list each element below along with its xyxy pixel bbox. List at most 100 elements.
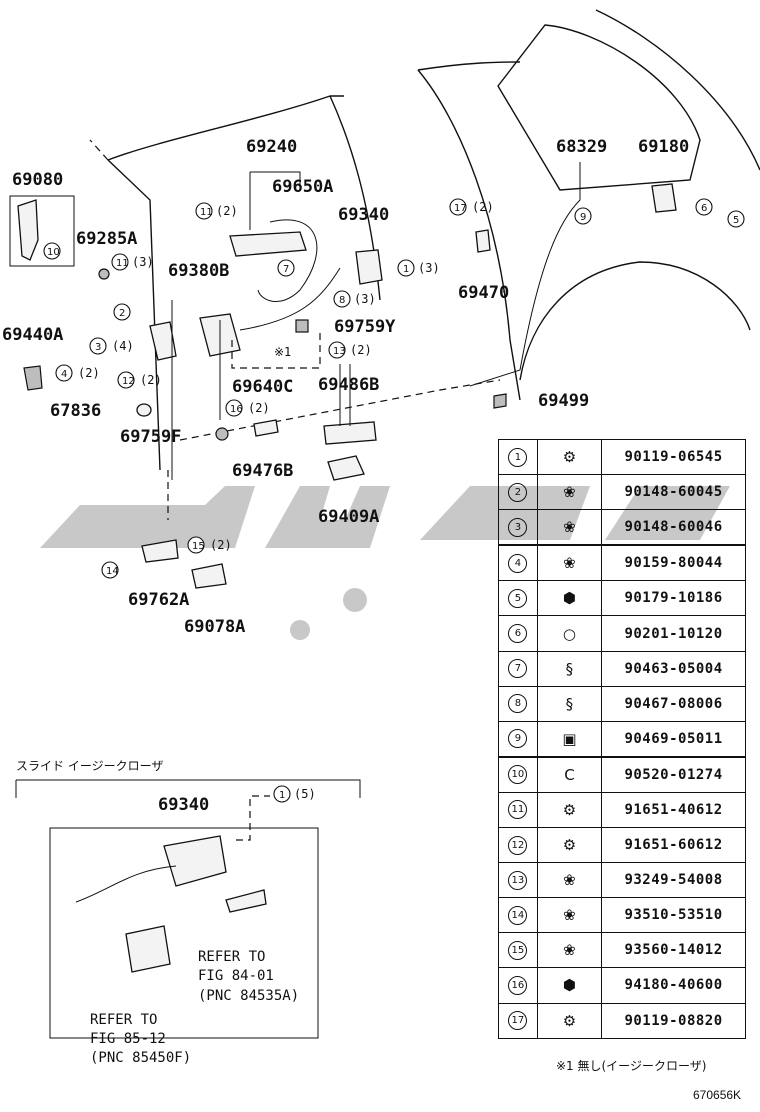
row-number: 11 bbox=[498, 791, 538, 829]
row-number-circle: 13 bbox=[508, 870, 528, 890]
screw-icon: ❀ bbox=[563, 906, 576, 925]
row-number: 4 bbox=[498, 544, 538, 582]
label-69180: 69180 bbox=[638, 137, 689, 157]
row-number-circle: 17 bbox=[508, 1011, 528, 1031]
svg-text:13: 13 bbox=[333, 346, 346, 357]
row-part-image: ▣ bbox=[536, 720, 603, 758]
screw-icon: ❀ bbox=[563, 483, 576, 502]
row-number-circle: 4 bbox=[508, 553, 528, 573]
callout-8 bbox=[333, 290, 351, 308]
table-row: 14 ❀ 93510-53510 bbox=[498, 897, 746, 934]
row-number-circle: 9 bbox=[508, 729, 528, 749]
part-69409a bbox=[327, 455, 365, 481]
screw-icon: ❀ bbox=[563, 554, 576, 573]
row-part-image: ⚙ bbox=[536, 791, 603, 829]
svg-text:(3): (3) bbox=[132, 255, 154, 269]
screw-icon: ❀ bbox=[563, 941, 576, 960]
row-number-circle: 3 bbox=[508, 517, 528, 537]
row-part-image: C bbox=[536, 755, 603, 793]
row-part-image: ⚙ bbox=[536, 827, 603, 864]
table-row: 10 C 90520-01274 bbox=[498, 755, 746, 793]
screw-icon: ❀ bbox=[563, 518, 576, 537]
clip-icon: § bbox=[565, 694, 574, 713]
label-69380B: 69380B bbox=[168, 261, 229, 281]
svg-text:(PNC 84535A): (PNC 84535A) bbox=[198, 988, 299, 1004]
bolt-icon: ⚙ bbox=[562, 800, 577, 819]
row-part-image: ❀ bbox=[536, 509, 603, 546]
row-part-number: 93510-53510 bbox=[601, 897, 746, 934]
label-69762A: 69762A bbox=[128, 590, 189, 610]
footnote: ※1 無し(イージークローザ) bbox=[556, 1059, 707, 1073]
svg-text:11: 11 bbox=[116, 258, 129, 269]
row-part-number: 93560-14012 bbox=[601, 932, 746, 969]
svg-text:FIG 85-12: FIG 85-12 bbox=[90, 1031, 166, 1047]
row-number: 14 bbox=[498, 897, 538, 934]
bolt-icon: ⚙ bbox=[562, 1011, 577, 1030]
row-number: 10 bbox=[498, 755, 538, 793]
table-row: 13❀93249-54008 bbox=[498, 862, 746, 899]
table-row: 9▣90469-05011 bbox=[498, 720, 746, 758]
part-69476b bbox=[253, 419, 279, 437]
row-number: 16 bbox=[498, 967, 538, 1004]
row-part-number: 94180-40600 bbox=[601, 967, 746, 1004]
svg-text:(2): (2) bbox=[216, 204, 238, 218]
part-69285a bbox=[98, 268, 110, 280]
table-row: 15 ❀ 93560-14012 bbox=[498, 932, 746, 969]
label-69650A: 69650A bbox=[272, 177, 333, 197]
label-69759Y: 69759Y bbox=[334, 317, 396, 337]
svg-text:6: 6 bbox=[701, 203, 707, 214]
ring-icon: C bbox=[564, 765, 575, 784]
row-part-number: 90159-80044 bbox=[601, 544, 746, 582]
inset-easy-closer: スライド イージークローザ 69340 1 (5) REFER TO FIG 8… bbox=[15, 759, 361, 1066]
lock-mechanism bbox=[149, 300, 241, 480]
row-number: 17 bbox=[498, 1002, 538, 1039]
row-part-image: ❀ bbox=[536, 862, 603, 899]
row-part-number: 90119-06545 bbox=[601, 438, 746, 476]
row-part-number: 90520-01274 bbox=[601, 755, 746, 793]
label-69409A: 69409A bbox=[318, 507, 379, 527]
svg-text:17: 17 bbox=[454, 203, 467, 214]
svg-text:7: 7 bbox=[283, 264, 289, 275]
row-number-circle: 1 bbox=[508, 447, 528, 467]
label-69759F: 69759F bbox=[120, 427, 181, 447]
table-row: 6○90201-10120 bbox=[498, 615, 746, 652]
clamp-icon: ▣ bbox=[562, 729, 577, 748]
svg-text:(5): (5) bbox=[294, 787, 316, 801]
door-lock-upper: 69340 1 (3) bbox=[338, 205, 440, 285]
row-part-image: § bbox=[536, 650, 603, 687]
row-number: 6 bbox=[498, 615, 538, 652]
part-69470 bbox=[475, 229, 491, 253]
row-part-number: 91651-40612 bbox=[601, 791, 746, 829]
svg-text:1: 1 bbox=[279, 790, 285, 801]
cable-689 bbox=[239, 267, 341, 331]
row-number: 8 bbox=[498, 685, 538, 722]
row-number: 5 bbox=[498, 580, 538, 617]
row-part-number: 90467-08006 bbox=[601, 685, 746, 722]
label-69640C: 69640C bbox=[232, 377, 293, 397]
row-part-image: ❀ bbox=[536, 897, 603, 934]
clip-icon: § bbox=[565, 659, 574, 678]
table-row: 8 § 90467-08006 bbox=[498, 685, 746, 722]
row-part-image: ○ bbox=[536, 615, 603, 652]
row-number: 13 bbox=[498, 862, 538, 899]
lock-cable bbox=[257, 219, 318, 302]
row-number-circle: 15 bbox=[508, 940, 528, 960]
label-69240: 69240 bbox=[246, 137, 297, 157]
row-number-circle: 10 bbox=[508, 765, 528, 785]
label-69476B: 69476B bbox=[232, 461, 293, 481]
label-69340-inset: 69340 bbox=[158, 795, 209, 815]
label-67836: 67836 bbox=[50, 401, 101, 421]
label-68329: 68329 bbox=[556, 137, 607, 157]
label-69340: 69340 bbox=[338, 205, 389, 225]
row-number-circle: 2 bbox=[508, 482, 528, 502]
row-part-number: 90463-05004 bbox=[601, 650, 746, 687]
svg-text:14: 14 bbox=[106, 566, 119, 577]
table-row: 16⬢94180-40600 bbox=[498, 967, 746, 1004]
part-69499 bbox=[493, 393, 507, 409]
row-number: 2 bbox=[498, 474, 538, 511]
row-part-image: ❀ bbox=[536, 474, 603, 511]
table-row: 3❀90148-60046 bbox=[498, 509, 746, 546]
svg-text:4: 4 bbox=[61, 369, 67, 380]
svg-text:REFER TO: REFER TO bbox=[198, 949, 265, 965]
